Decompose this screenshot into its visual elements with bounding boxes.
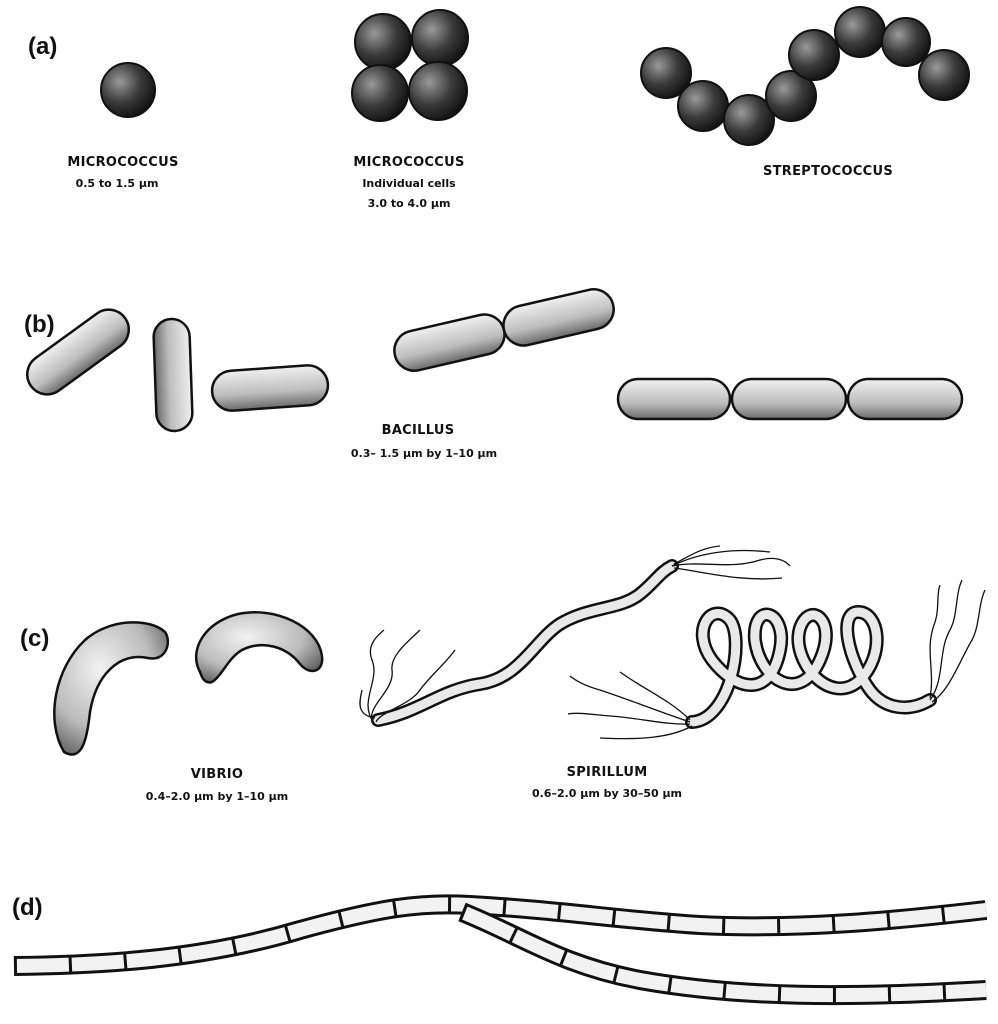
- vibrio-cells: [54, 612, 322, 754]
- spirillum-cells: [360, 546, 985, 739]
- vibrio-name: VIBRIO: [191, 767, 244, 782]
- panel-c-label: (c): [20, 625, 49, 652]
- streptococcus-name: STREPTOCOCCUS: [763, 164, 893, 179]
- spirillum-name: SPIRILLUM: [567, 765, 648, 780]
- streptococcus-chain: [641, 7, 969, 145]
- vibrio-size: 0.4–2.0 µm by 1–10 µm: [146, 790, 288, 803]
- bacillus-diplo-pair: [390, 285, 617, 374]
- micrococcus-cluster: [352, 10, 468, 121]
- spirillum-size: 0.6–2.0 µm by 30–50 µm: [532, 787, 682, 800]
- micrococcus-single-cell: [101, 63, 155, 117]
- panel-c: (c) VIBRIO 0.4–2.0 µm by 1–10 µm: [20, 546, 985, 803]
- micrococcus-name: MICROCOCCUS: [67, 155, 178, 170]
- micrococcus-cluster-name: MICROCOCCUS: [353, 155, 464, 170]
- micrococcus-cluster-size-line2: 3.0 to 4.0 µm: [368, 197, 451, 210]
- micrococcus-size: 0.5 to 1.5 µm: [76, 177, 159, 190]
- bacillus-size: 0.3– 1.5 µm by 1–10 µm: [351, 447, 497, 460]
- panel-a-label: (a): [28, 33, 57, 60]
- coccus-cell: [101, 63, 155, 117]
- bacillus-chain: [618, 379, 962, 419]
- panel-b: (b) BACILLUS 0.3– 1.5 µm by 1–10 µm: [19, 285, 962, 460]
- panel-a: (a) MICROCOCCUS 0.5 to 1.5 µm MICROCOCCU…: [28, 7, 969, 210]
- bacillus-single-rods: [19, 302, 329, 432]
- panel-d-label: (d): [12, 894, 43, 921]
- panel-b-label: (b): [24, 311, 55, 338]
- micrococcus-cluster-size-line1: Individual cells: [362, 177, 456, 190]
- bacillus-name: BACILLUS: [382, 423, 455, 438]
- panel-d: (d): [12, 894, 986, 995]
